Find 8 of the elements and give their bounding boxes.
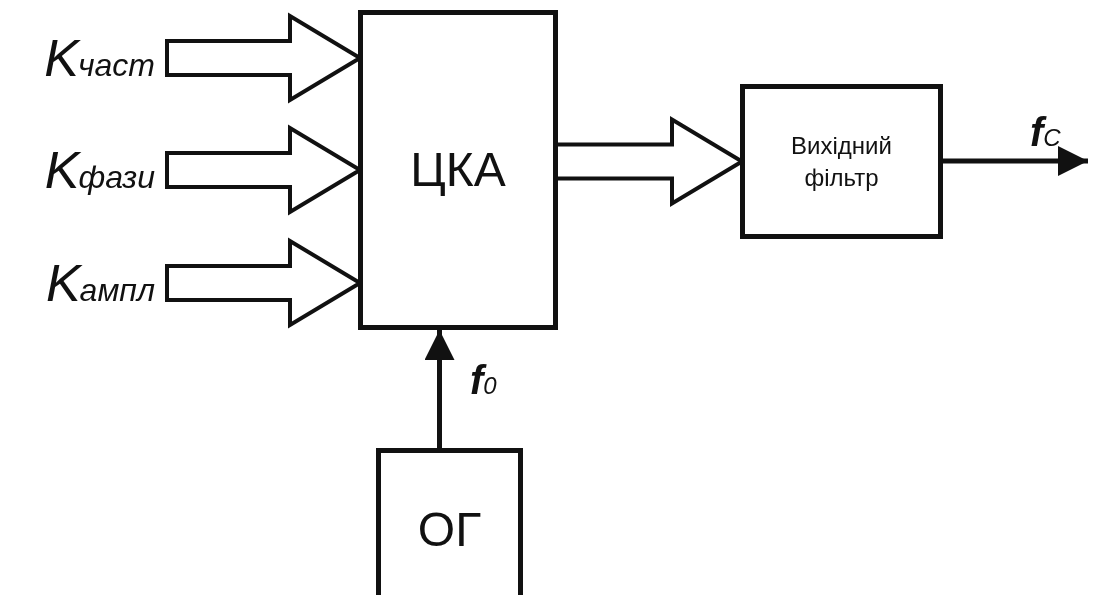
block-label: ЦКА [410,141,506,198]
block [358,10,558,330]
block-label: ОГ [417,502,482,559]
block [740,84,943,239]
arrow [424,330,455,448]
block [376,448,523,595]
block-label: Вихідний фільтр [790,131,893,193]
arrow [943,146,1088,176]
